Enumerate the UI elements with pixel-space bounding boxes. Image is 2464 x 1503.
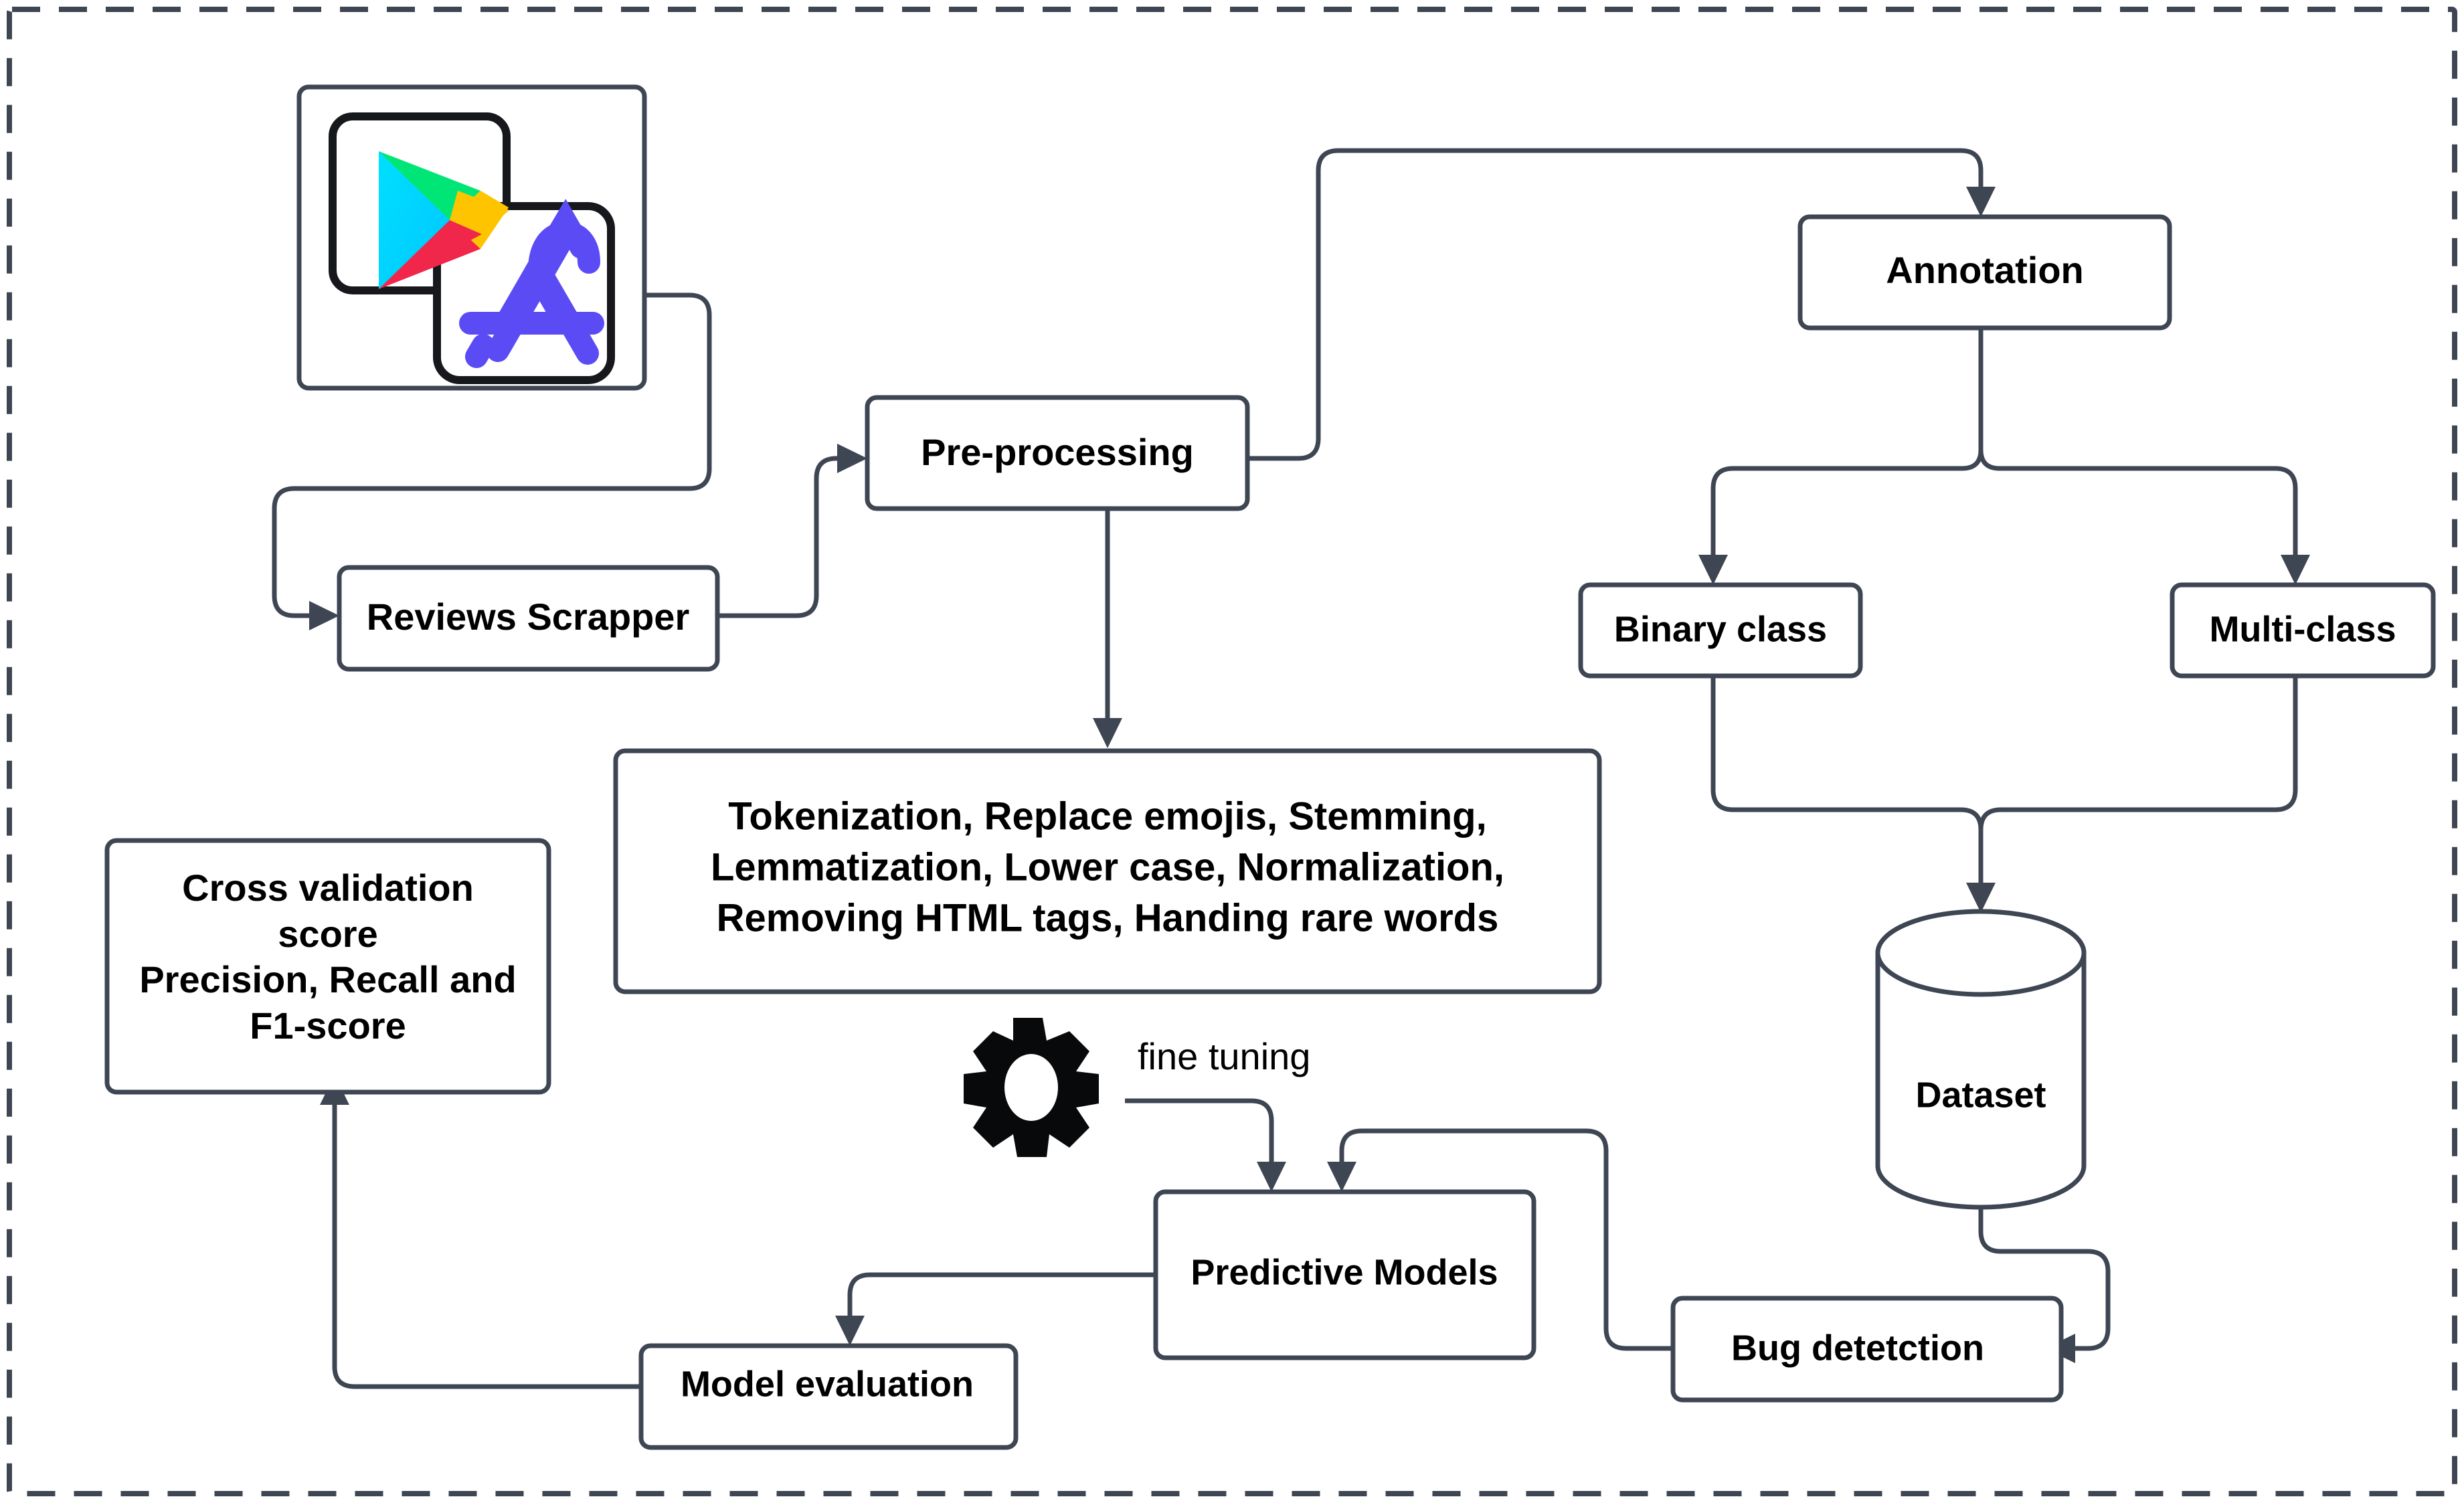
pre-processing-label: Pre-processing — [921, 431, 1194, 473]
arrowhead-multiclass — [2281, 555, 2310, 585]
arrowhead-modelevaluation — [835, 1316, 865, 1346]
model-evaluation-label: Model evaluation — [681, 1364, 974, 1404]
preprocess-steps-line-2: Lemmatization, Lower case, Normalization… — [711, 845, 1504, 889]
edge-modelevaluation-to-crossvalidation — [332, 1092, 641, 1389]
edge-annotation-to-multiclass — [2000, 466, 2298, 567]
google-play-icon — [379, 151, 509, 289]
arrowhead-reviewsscrapper — [309, 601, 339, 630]
pre-processing-box[interactable] — [865, 395, 1250, 511]
edge-predictivemodels-to-modelevaluation — [847, 1272, 1156, 1328]
reviews-scrapper-box[interactable] — [337, 565, 720, 672]
bug-detection-label: Bug detetction — [1731, 1328, 1984, 1368]
multi-class-label: Multi-class — [2209, 609, 2396, 649]
dataset-cylinder[interactable] — [1875, 909, 2087, 1210]
binary-class-label: Binary class — [1614, 609, 1827, 649]
cross-validation-line-4: F1-score — [250, 1004, 406, 1047]
model-evaluation-box[interactable] — [638, 1343, 1019, 1450]
arrowhead-predictivemodels-left — [1257, 1162, 1286, 1192]
cross-validation-box[interactable] — [104, 838, 551, 1095]
bug-detection-box[interactable] — [1670, 1296, 2064, 1403]
preprocess-steps-line-3: Removing HTML tags, Handing rare words — [717, 896, 1499, 940]
edge-preprocessing-to-annotation — [1247, 148, 1984, 461]
cross-validation-line-1: Cross validation — [182, 867, 474, 909]
reviews-scrapper-label: Reviews Scrapper — [367, 596, 689, 638]
predictive-models-box[interactable] — [1153, 1189, 1536, 1360]
edge-finetuning-to-predictivemodels — [1125, 1098, 1274, 1174]
annotation-label: Annotation — [1886, 249, 2083, 291]
predictive-models-label: Predictive Models — [1191, 1252, 1498, 1292]
edge-reviewsscrapper-to-preprocessing — [717, 456, 851, 618]
edge-bugdetection-to-predictivemodels — [1339, 1128, 1673, 1351]
arrowhead-predictivemodels-right — [1327, 1162, 1356, 1192]
preprocess-steps-line-1: Tokenization, Replace emojis, Stemming, — [728, 794, 1486, 838]
arrowhead-annotation — [1966, 187, 1996, 217]
app-store-icon — [459, 199, 604, 368]
arrowhead-binaryclass — [1698, 555, 1728, 585]
multi-class-box[interactable] — [2170, 582, 2436, 679]
edge-appsources-to-reviewsscrapper — [272, 292, 712, 618]
edge-multiclass-to-dataset — [1978, 676, 2298, 895]
edge-dataset-to-bugdetection — [1978, 1198, 2111, 1351]
arrowhead-dataset — [1966, 883, 1996, 913]
binary-class-box[interactable] — [1578, 582, 1863, 679]
arrowhead-preprocessing — [837, 444, 867, 473]
arrowhead-preprocess-steps — [1093, 718, 1122, 748]
annotation-box[interactable] — [1797, 214, 2172, 331]
cross-validation-line-3: Precision, Recall and — [139, 958, 516, 1000]
cross-validation-line-2: score — [278, 913, 377, 955]
preprocess-steps-box[interactable] — [613, 748, 1602, 994]
fine-tuning-label: fine tuning — [1138, 1035, 1310, 1077]
edge-annotation-split-stem-right — [1978, 328, 2000, 471]
gear-icon — [964, 1018, 1099, 1157]
diagram-frame — [7, 7, 2457, 1496]
dataset-label: Dataset — [1915, 1075, 2046, 1115]
edge-annotation-to-binaryclass — [1710, 466, 1962, 567]
